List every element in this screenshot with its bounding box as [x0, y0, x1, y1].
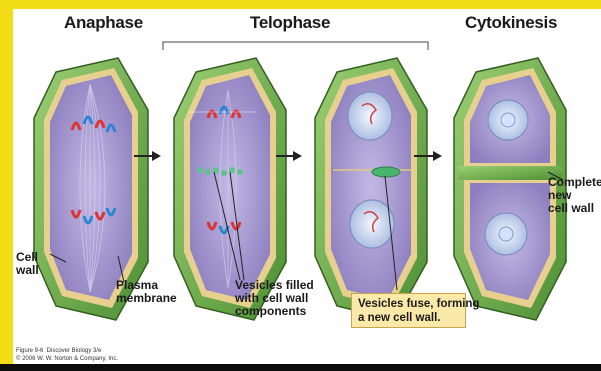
telophase-late-cell	[315, 58, 427, 320]
nucleus-bottom	[350, 200, 394, 248]
stage-title-anaphase: Anaphase	[64, 13, 143, 33]
stage-title-telophase: Telophase	[250, 13, 330, 33]
label-plasma-membrane: Plasma membrane	[116, 279, 177, 305]
label-cell-wall: Cell wall	[16, 251, 39, 277]
stage-title-cytokinesis: Cytokinesis	[465, 13, 557, 33]
nucleus-top	[348, 92, 392, 140]
forming-cell-plate	[372, 167, 400, 177]
label-vesicles-filled: Vesicles filled with cell wall component…	[235, 279, 314, 318]
label-complete-new-cell-wall: Complete new cell wall	[548, 176, 601, 215]
callout-vesicles-fuse: Vesicles fuse, forming a new cell wall.	[351, 293, 466, 328]
figure-credit: Figure 9-6 Discover Biology 3/e © 2006 W…	[16, 347, 118, 363]
new-cell-wall	[458, 166, 562, 180]
telophase-bracket	[163, 42, 428, 50]
